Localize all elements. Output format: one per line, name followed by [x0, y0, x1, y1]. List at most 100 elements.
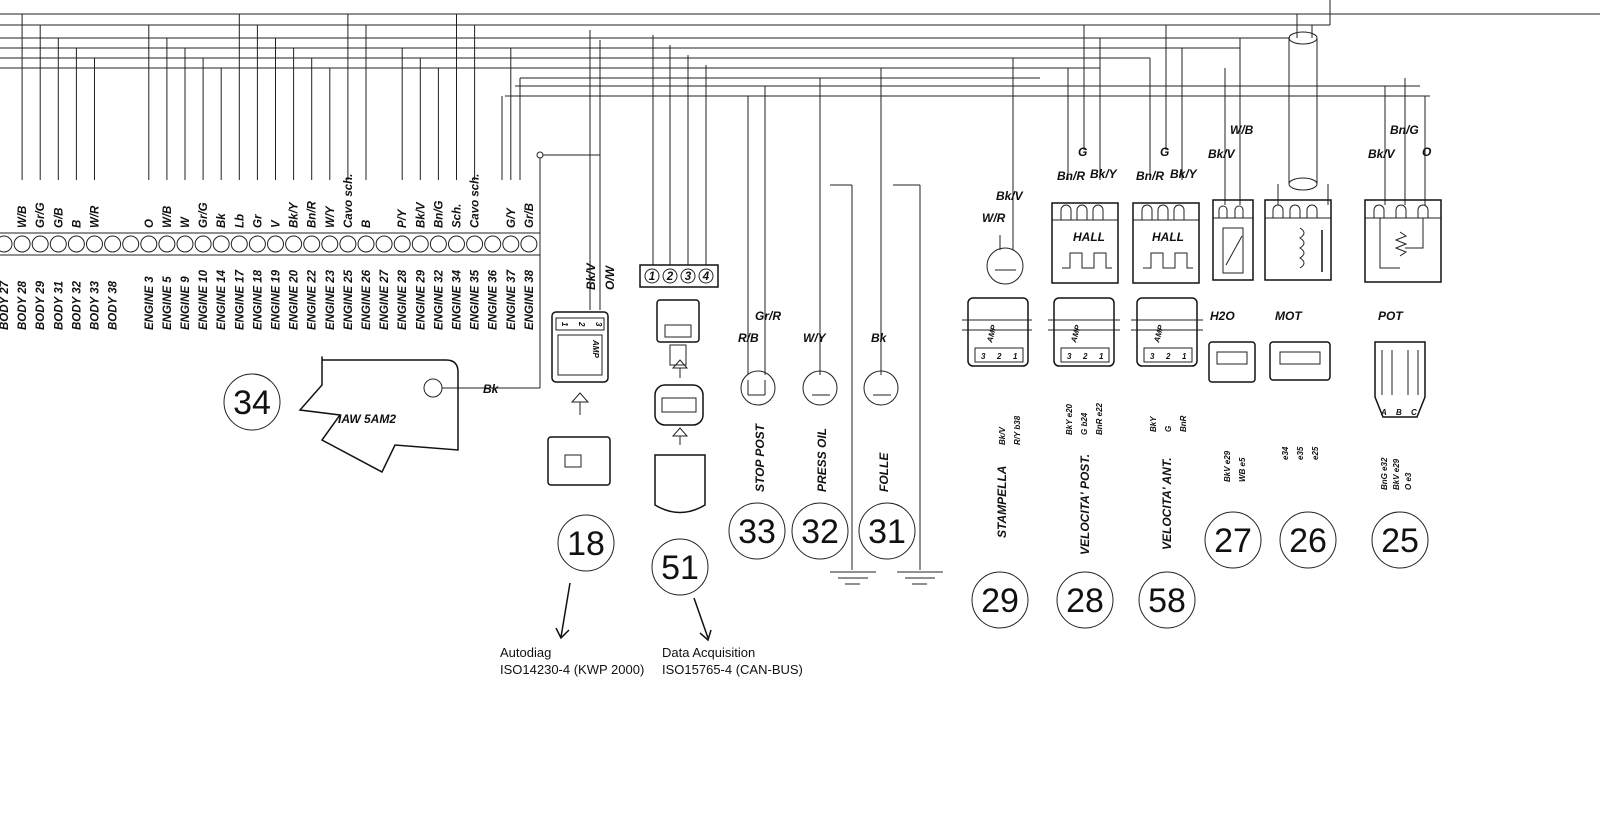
c26-number: 26 [1289, 522, 1327, 560]
s33-wire-2: Gr/R [755, 309, 781, 323]
pin-circle [158, 235, 176, 253]
pin-circle [248, 235, 266, 253]
pin-circle [267, 235, 284, 253]
c51-note-line: ISO15765-4 (CAN-BUS) [662, 662, 803, 677]
c58-pin-2: 2 [1165, 352, 1171, 361]
bottom-pin-label: ENGINE 37 [506, 269, 518, 330]
c58-brand: AMP [1152, 323, 1166, 344]
pin-circle [448, 235, 465, 253]
connector-18: Bk/V O/W 1 2 3 AMP 18 Autodiag ISO14230-… [500, 30, 644, 677]
pin-circle [321, 235, 339, 253]
bottom-pin-label: BODY 29 [35, 280, 47, 330]
bottom-pin-label: ENGINE 35 [470, 269, 482, 330]
c29-pin-3: 3 [981, 352, 986, 361]
c29-brand: AMP [985, 323, 999, 344]
bottom-pin-label: ENGINE 17 [234, 269, 246, 330]
top-pin-label: Bk [216, 213, 228, 228]
top-pin-label: Bn/R [307, 200, 319, 228]
c18-pin-2: 2 [577, 321, 586, 327]
pin-wires [21, 14, 521, 180]
c26-legend-2: e35 [1296, 446, 1305, 460]
c25-number: 25 [1381, 522, 1419, 560]
pin-circle [140, 235, 158, 253]
pin-circle [285, 235, 303, 253]
top-pin-label: Gr/G [35, 202, 47, 228]
bottom-pin-label: ENGINE 34 [452, 269, 464, 330]
c18-pin-1: 1 [560, 322, 569, 327]
pin-circle [484, 235, 502, 253]
pin-circle [0, 235, 13, 253]
c29-pin-1: 1 [1013, 352, 1018, 361]
top-pin-label: Cavo sch. [343, 174, 355, 228]
top-pin-label: W/B [162, 206, 174, 228]
connector-58: Bn/R G Bk/Y HALL AMP 3 2 1 BkY G BnR VEL… [1131, 25, 1203, 629]
bottom-pin-label: ENGINE 32 [433, 269, 445, 330]
c28-legend-2: G b24 [1080, 412, 1089, 435]
c51-pin-2: 2 [666, 271, 674, 283]
connector-25: Bk/V Bn/G O POT A B C BnG e32 BkV e29 O … [1364, 78, 1442, 569]
bottom-pin-label: ENGINE 9 [180, 276, 192, 330]
c27-legend-1: BkV e29 [1223, 450, 1232, 482]
c25-wire-1: Bk/V [1368, 147, 1396, 161]
connector-26: MOT e34 e35 e25 26 [1264, 0, 1337, 569]
pin-circle [411, 235, 429, 253]
top-pin-label: V [271, 219, 283, 228]
c51-note-title: Data Acquisition [662, 645, 755, 660]
pin-circle [104, 235, 122, 253]
pin-circle [520, 235, 538, 253]
top-pin-label: Sch. [452, 204, 464, 228]
pin-circle [122, 235, 140, 253]
c28-pin-2: 2 [1082, 352, 1088, 361]
c25-pin-c: C [1411, 408, 1417, 417]
c27-number: 27 [1214, 522, 1252, 560]
bottom-pin-label: ENGINE 38 [524, 269, 536, 330]
c28-legend-1: BkY e20 [1065, 403, 1074, 435]
switch-32: W/Y PRESS OIL 32 [791, 78, 876, 585]
top-pin-label: P/Y [397, 208, 409, 228]
c29-number: 29 [981, 582, 1019, 620]
c27-wire-1: Bk/V [1208, 147, 1236, 161]
top-pin-label: Gr [252, 214, 264, 228]
switch-33: R/B Gr/R STOP POST 33 [728, 86, 786, 560]
c25-legend-2: BkV e29 [1392, 458, 1401, 490]
c29-name: STAMPELLA [995, 466, 1009, 538]
top-pin-label: W [180, 216, 192, 228]
c28-legend-3: BnR e22 [1095, 402, 1104, 435]
c25-wire-3: O [1422, 145, 1432, 159]
bottom-pin-label: ENGINE 14 [216, 269, 228, 330]
s31-name: FOLLE [877, 452, 891, 492]
top-pin-label: W/R [90, 205, 102, 228]
c28-box: HALL [1073, 230, 1105, 244]
c18-brand: AMP [591, 339, 600, 358]
pin-circle [502, 235, 520, 253]
pin-circle [67, 235, 85, 253]
connector-29: W/R Bk/V AMP 3 2 1 Bk/V R/Y b38 STAMPELL… [962, 58, 1032, 629]
c25-wire-2: Bn/G [1390, 123, 1419, 137]
c18-note-title: Autodiag [500, 645, 551, 660]
s33-name: STOP POST [753, 422, 767, 492]
bottom-pin-label: BODY 27 [0, 280, 11, 330]
pin-circle [393, 235, 411, 253]
ecu-wire-label: Bk [483, 382, 500, 396]
c58-legend-2: G [1164, 426, 1173, 432]
c58-wire-2: G [1160, 145, 1169, 159]
pin-circle [357, 235, 375, 253]
bottom-pin-label: BODY 33 [90, 280, 102, 330]
s33-wire-1: R/B [738, 331, 759, 345]
c29-legend-1: Bk/V [998, 427, 1007, 445]
pin-circle [339, 235, 357, 253]
bottom-pin-label: ENGINE 10 [198, 269, 210, 330]
top-pin-label: Gr/B [524, 203, 536, 228]
ecu-34: 34 IAW 5AM2 Bk [223, 151, 544, 474]
bottom-pin-label: ENGINE 28 [397, 269, 409, 330]
c58-wire-1: Bn/R [1136, 169, 1164, 183]
top-pin-label: W/B [17, 206, 29, 228]
c51-pin-1: 1 [649, 271, 655, 283]
c29-wire-2: Bk/V [996, 189, 1024, 203]
bottom-pin-label: ENGINE 27 [379, 269, 391, 330]
c29-legend-2: R/Y b38 [1013, 415, 1022, 445]
c58-name: VELOCITA' ANT. [1160, 457, 1174, 550]
